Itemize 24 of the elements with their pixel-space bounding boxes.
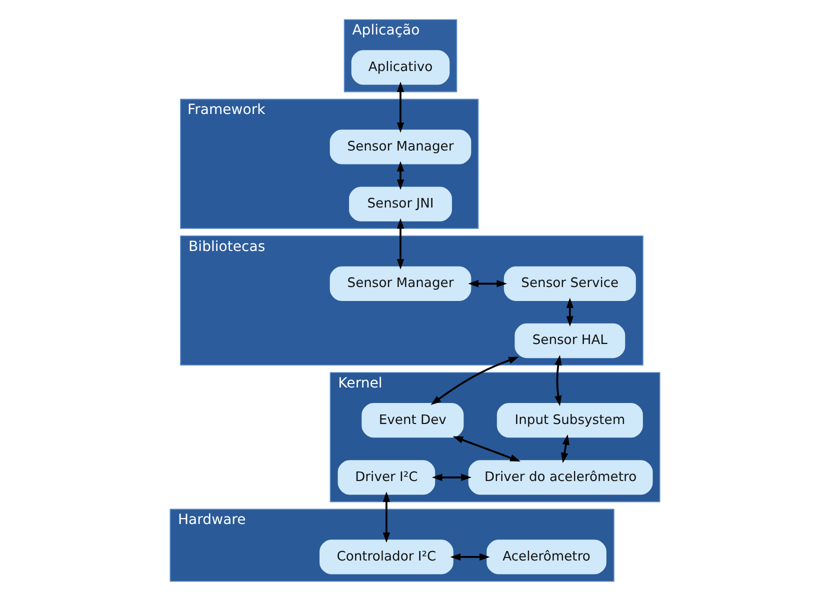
node-box: Acelerômetro (486, 540, 606, 574)
node-box: Event Dev (361, 403, 464, 438)
node-box: Controlador I²C (319, 540, 453, 574)
node-box: Sensor Manager (329, 266, 471, 301)
arrow (566, 298, 574, 327)
arrow (382, 492, 390, 543)
arrow (450, 553, 490, 561)
node-box: Sensor Manager (329, 130, 471, 164)
arrow (560, 434, 569, 464)
arrow (430, 356, 518, 405)
node-box: Driver I²C (337, 460, 435, 495)
arrow (468, 280, 507, 288)
arrow (396, 161, 404, 190)
arrow (431, 474, 471, 482)
node-box: Driver do acelerômetro (468, 460, 652, 495)
node-box: Sensor JNI (348, 186, 452, 222)
arrow (554, 355, 562, 406)
node-box: Sensor HAL (514, 323, 625, 358)
node-box: Input Subsystem (496, 403, 642, 438)
arrow (396, 82, 404, 133)
node-box: Aplicativo (350, 50, 450, 85)
arrow (396, 218, 404, 270)
arrow (452, 436, 520, 462)
node-box: Sensor Service (503, 266, 636, 301)
